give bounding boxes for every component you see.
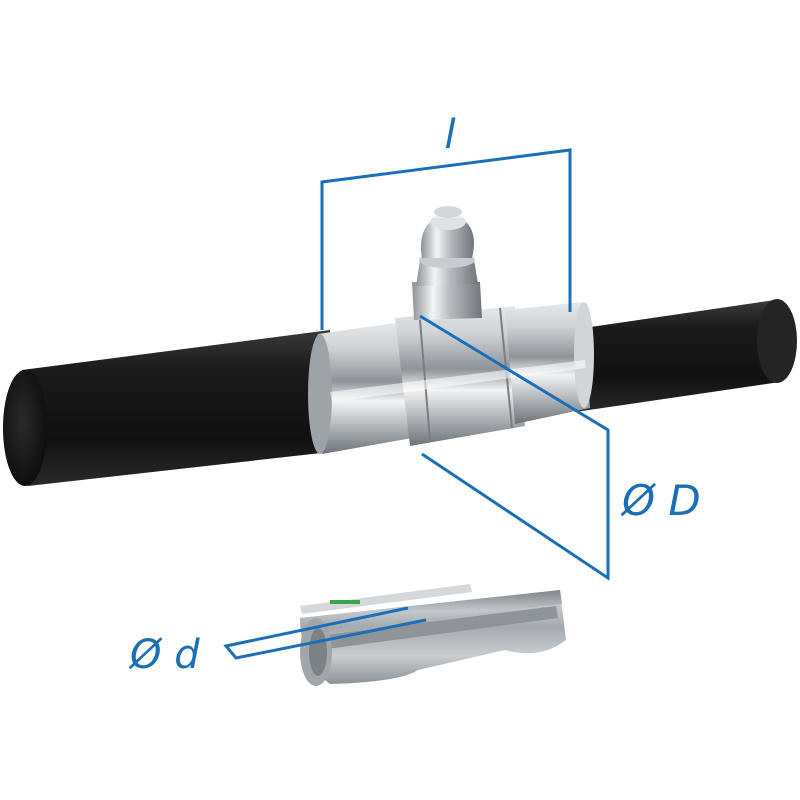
grease-nipple [412, 206, 482, 320]
inner-diameter-label: Ø d [128, 632, 200, 678]
outer-diameter-label: Ø D [620, 476, 701, 525]
coupling-half-shell [300, 584, 566, 686]
coupling-sleeve [308, 302, 594, 454]
length-label: l [444, 112, 455, 158]
shaft-right [570, 299, 797, 412]
dimension-outer-diameter [419, 314, 610, 581]
dimension-inner-diameter [223, 606, 427, 660]
dimension-length [320, 148, 572, 330]
shaft-left [3, 330, 330, 486]
